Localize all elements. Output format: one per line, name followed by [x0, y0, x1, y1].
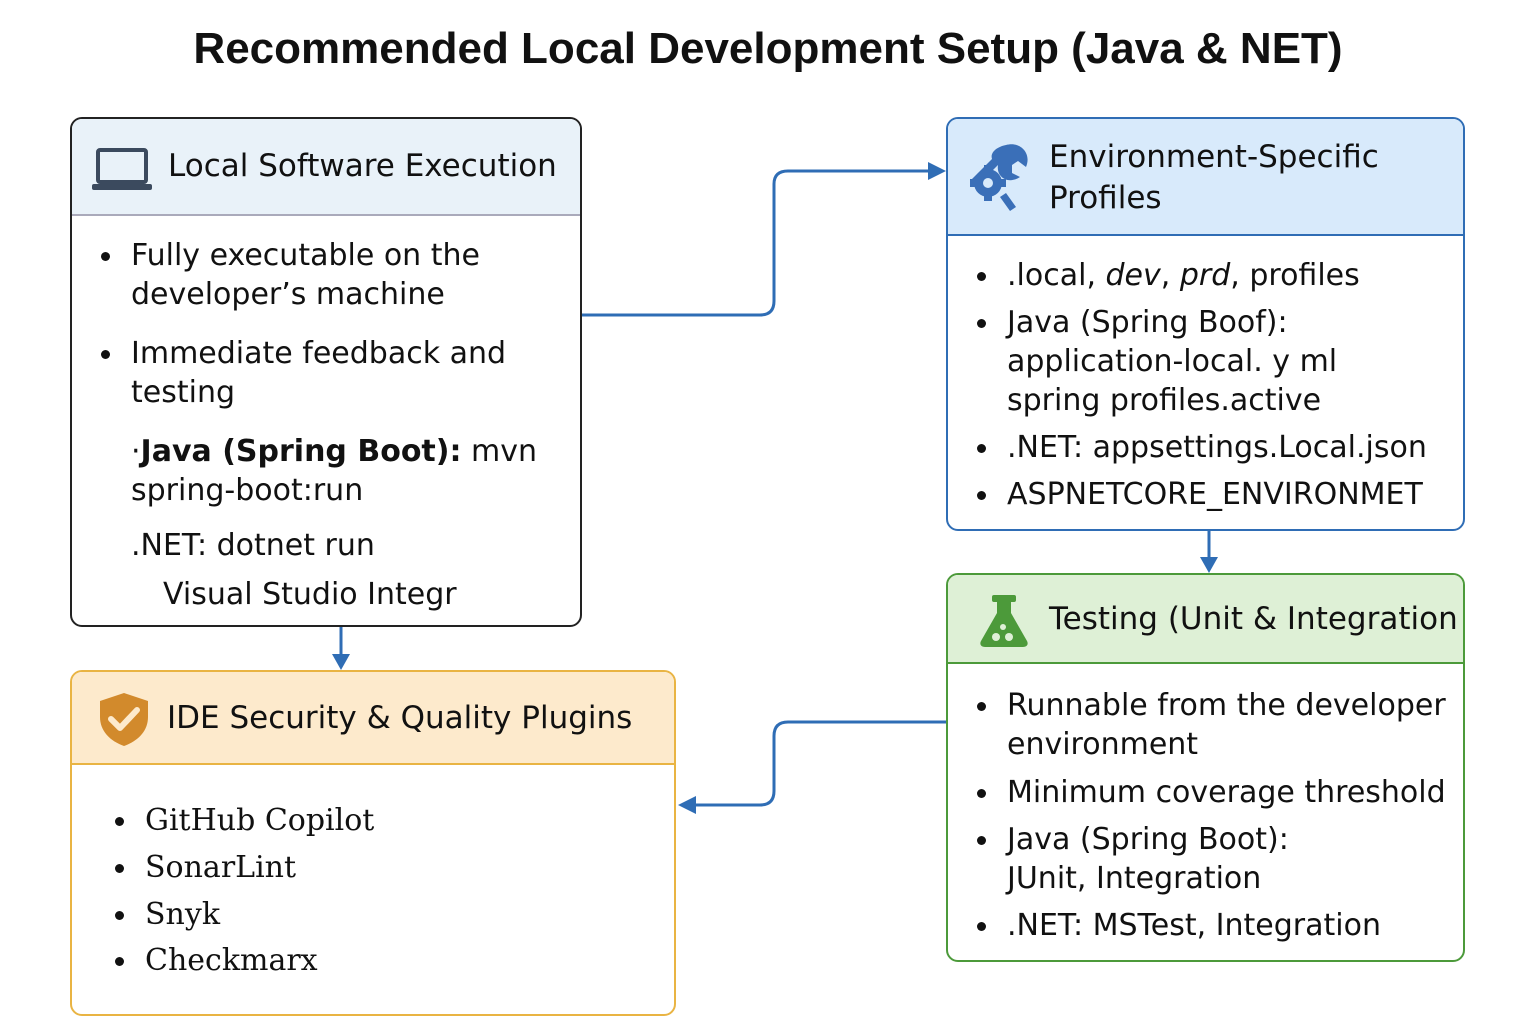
list-item: ASPNETCORE_ENVIRONMET	[977, 477, 1423, 512]
environment-profiles-header: Environment-Specific Profiles	[948, 119, 1463, 236]
arrow-exec-to-env	[582, 169, 930, 317]
ide-plugins-title: IDE Security & Quality Plugins	[167, 700, 633, 736]
flask-icon	[978, 593, 1030, 655]
list-item: Runnable from the developer environment	[977, 688, 1446, 762]
testing-title: Testing (Unit & Integration	[1049, 601, 1458, 637]
list-item: .local, dev, prd, profiles	[977, 258, 1360, 293]
list-item: GitHub Copilot	[114, 803, 375, 838]
local-execution-header: Local Software Execution	[72, 119, 580, 216]
java-run-line: ·Java (Spring Boot): mvn spring-boot:run	[131, 434, 538, 508]
wrench-gear-icon	[966, 139, 1032, 221]
local-execution-card: Local Software Execution Fully executabl…	[70, 117, 582, 627]
net-run-line: .NET: dotnet run	[131, 528, 375, 563]
list-item: .NET: MSTest, Integration	[977, 908, 1381, 943]
list-item: Immediate feedback and testing	[100, 336, 507, 410]
list-item: Minimum coverage threshold	[977, 775, 1446, 810]
list-item: Java (Spring Boof): application-local. y…	[976, 305, 1338, 418]
testing-header: Testing (Unit & Integration	[948, 575, 1463, 664]
list-item: Fully executable on the developer’s mach…	[101, 238, 480, 312]
local-execution-title: Local Software Execution	[168, 148, 557, 184]
page-title: Recommended Local Development Setup (Jav…	[193, 24, 1343, 73]
shield-check-icon	[96, 691, 152, 755]
environment-profiles-card: Environment-Specific Profiles .local, de…	[946, 117, 1465, 531]
arrowhead-ide-top	[332, 654, 350, 670]
ide-plugins-header: IDE Security & Quality Plugins	[72, 672, 674, 765]
testing-card: Testing (Unit & Integration Runnable fro…	[946, 573, 1465, 962]
list-item: SonarLint	[114, 850, 297, 885]
laptop-icon	[92, 147, 152, 201]
list-item: .NET: appsettings.Local.json	[977, 430, 1427, 465]
arrowhead-env	[928, 162, 946, 180]
arrow-test-to-ide	[694, 720, 946, 807]
list-item: Java (Spring Boot): JUnit, Integration	[977, 822, 1289, 896]
arrowhead-test	[1200, 557, 1218, 573]
visual-studio-line: Visual Studio Integr	[163, 577, 457, 612]
list-item: Snyk	[115, 897, 220, 932]
arrowhead-ide-right	[678, 796, 696, 814]
ide-plugins-card: IDE Security & Quality Plugins GitHub Co…	[70, 670, 676, 1016]
list-item: Checkmarx	[115, 943, 318, 978]
environment-profiles-title: Environment-Specific Profiles	[1049, 139, 1379, 216]
